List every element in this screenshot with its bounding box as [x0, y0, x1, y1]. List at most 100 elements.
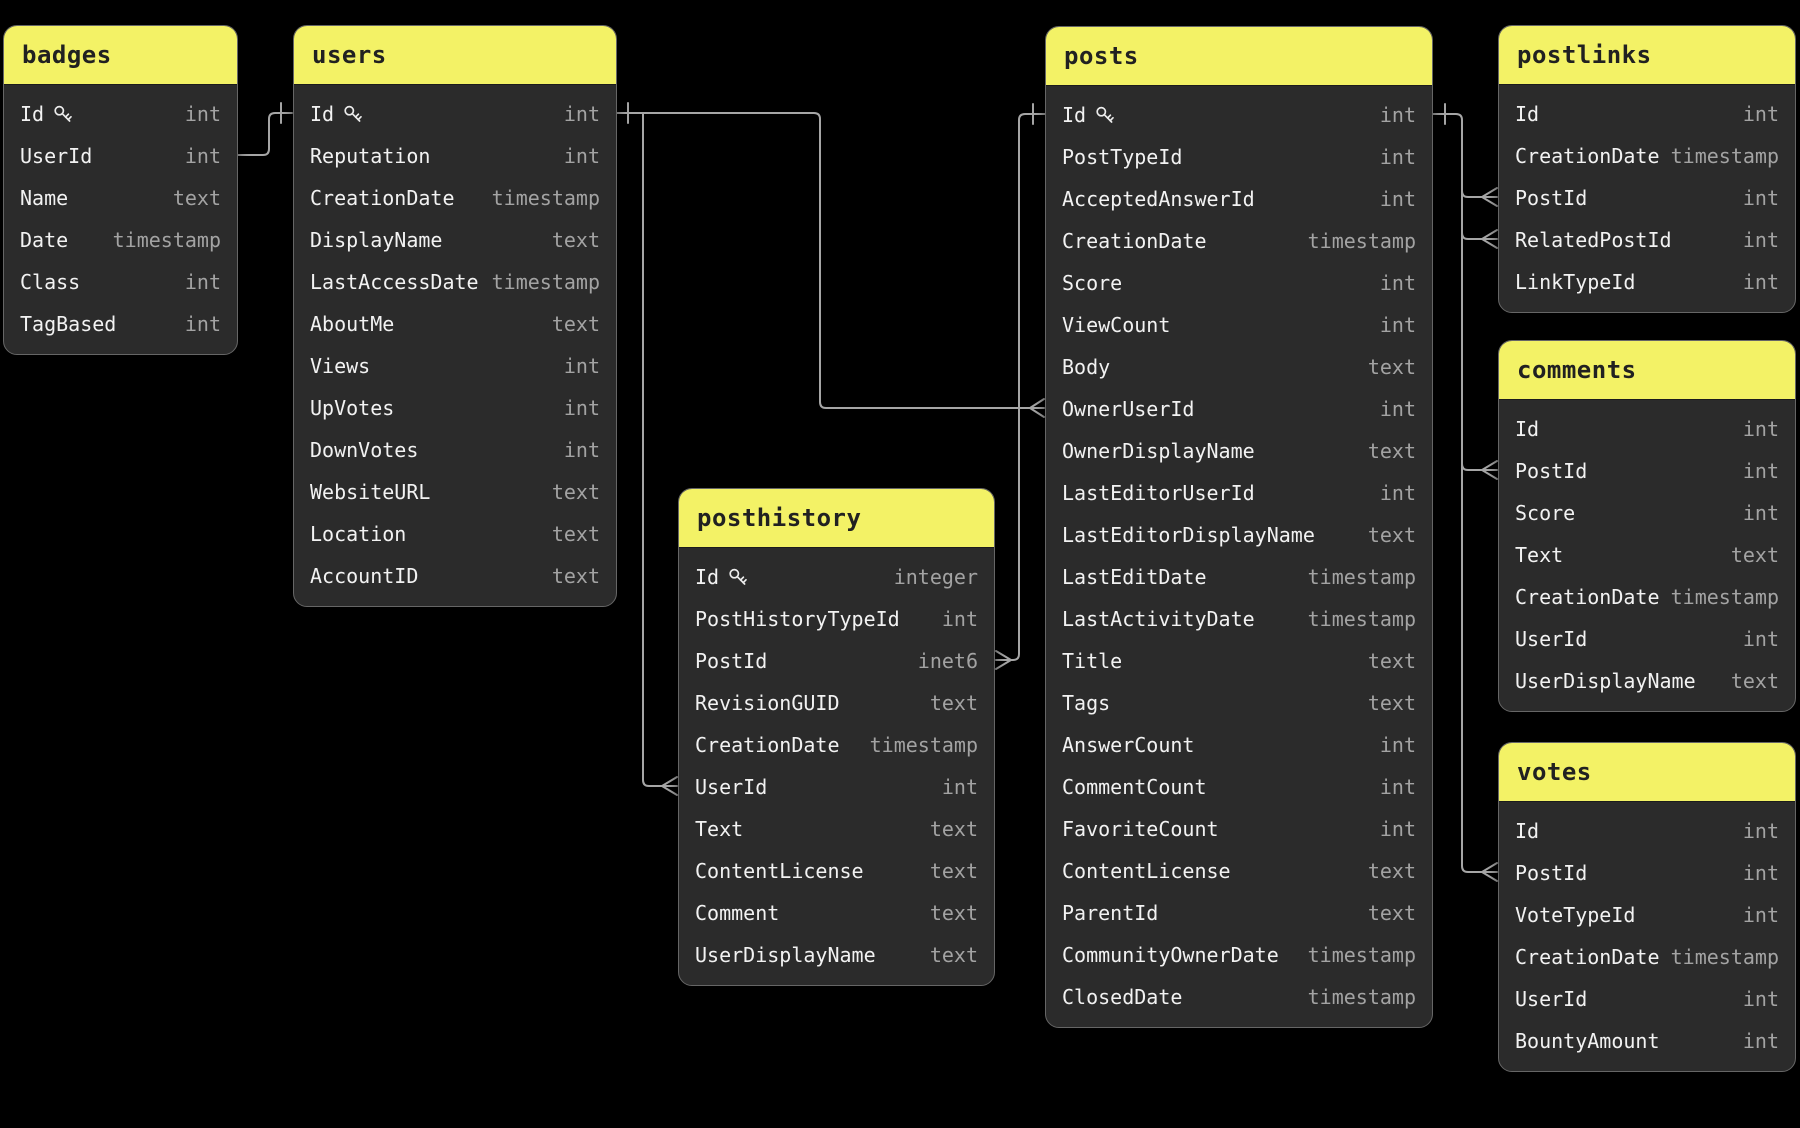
- edge-line[interactable]: [616, 112, 1031, 409]
- table-header-badges[interactable]: badges: [4, 26, 237, 85]
- relationship-posts-postlinks-postid[interactable]: [1461, 187, 1498, 207]
- table-header-posts[interactable]: posts: [1046, 27, 1432, 86]
- relationship-posts-votes[interactable]: [1432, 103, 1498, 882]
- relationship-posts-postlinks-relatedpostid[interactable]: [1461, 229, 1498, 249]
- edge-line[interactable]: [642, 112, 663, 787]
- relationship-posts-posthistory[interactable]: [995, 103, 1046, 670]
- relationship-users-posts[interactable]: [616, 102, 1045, 418]
- relationship-badges-users[interactable]: [237, 102, 293, 156]
- table-header-comments[interactable]: comments: [1499, 341, 1795, 400]
- table-header-votes[interactable]: votes: [1499, 743, 1795, 802]
- edge-line[interactable]: [1461, 232, 1483, 240]
- table-header-users[interactable]: users: [294, 26, 616, 85]
- table-header-postlinks[interactable]: postlinks: [1499, 26, 1795, 85]
- edge-line[interactable]: [1461, 463, 1483, 471]
- edge-line[interactable]: [1461, 190, 1483, 198]
- edge-line[interactable]: [1432, 113, 1483, 873]
- relationship-posts-comments[interactable]: [1461, 460, 1498, 480]
- relationship-users-posthistory[interactable]: [642, 112, 678, 796]
- edge-line[interactable]: [237, 112, 293, 156]
- table-header-posthistory[interactable]: posthistory: [679, 489, 994, 548]
- edge-line[interactable]: [1010, 113, 1046, 661]
- field-type: timestamp: [1307, 607, 1416, 631]
